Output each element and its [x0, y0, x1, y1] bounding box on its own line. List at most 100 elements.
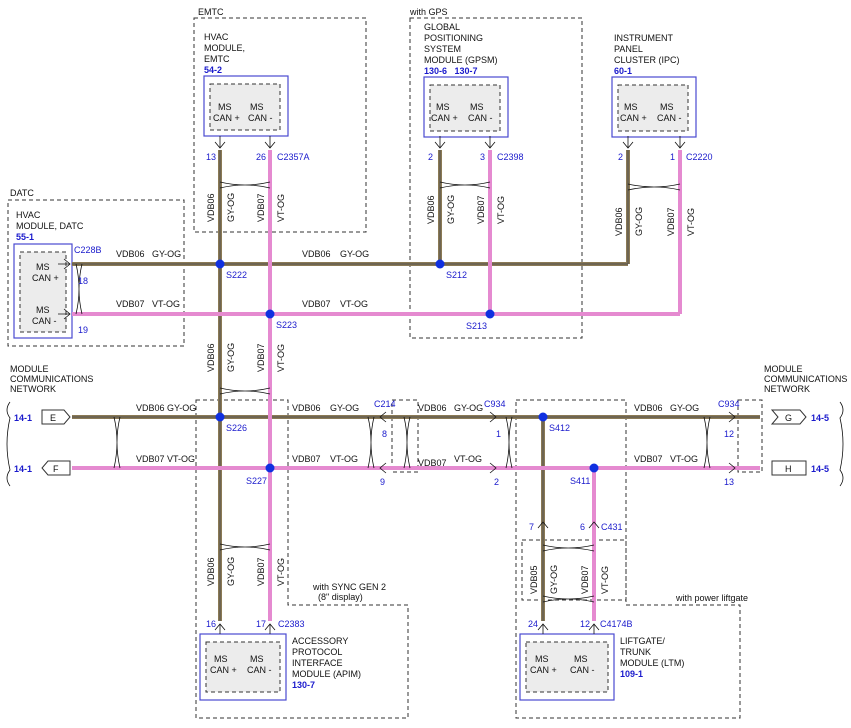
vlabel-gyog-apim: GY-OG [226, 557, 236, 586]
wire-label-vdb06-mid: VDB06 [302, 249, 331, 259]
wire-label-vdb07-right: VDB07 [634, 454, 663, 464]
apim-name-1: ACCESSORY [292, 636, 348, 646]
ipc-name-3: CLUSTER (IPC) [614, 55, 680, 65]
wire-label-gyog-c214: GY-OG [330, 403, 359, 413]
hvac-emtc-can-minus: CAN - [248, 113, 273, 123]
apim-inner [205, 641, 281, 693]
ipc-can-plus: CAN + [620, 113, 647, 123]
wire-label-vdb06-c214: VDB06 [292, 403, 321, 413]
vertical-wire-labels: VDB06 GY-OG VDB07 VT-OG VDB06 GY-OG VDB0… [206, 193, 696, 594]
pin-arrows [58, 136, 736, 634]
wire-label-vdb07-datc: VDB07 [116, 299, 145, 309]
wire-label-vtog-mid: VT-OG [340, 299, 368, 309]
hvac-emtc-can-plus: CAN + [213, 113, 240, 123]
sync-region [195, 399, 409, 719]
vlabel-vdb07-ipc: VDB07 [666, 207, 676, 236]
wire-vdb07-network [72, 150, 760, 621]
splice-s411-label: S411 [570, 476, 590, 486]
gpsm-ms-2: MS [470, 102, 484, 112]
pin-19: 19 [78, 325, 88, 335]
pin-2-c934: 2 [494, 477, 499, 487]
apim-ms-2: MS [250, 654, 264, 664]
sync-label-2: (8" display) [318, 592, 363, 602]
hvac-datc-can-plus: CAN + [32, 273, 59, 283]
offpage-g-flag[interactable] [770, 409, 807, 425]
offpage-ref-h: 14-5 [811, 464, 829, 474]
wire-label-gyog-datc: GY-OG [152, 249, 181, 259]
wire-label-vtog-c934: VT-OG [454, 454, 482, 464]
network-right-2: COMMUNICATIONS [764, 374, 847, 384]
gpsm-name-2: POSITIONING [424, 33, 483, 43]
gpsm-name-4: MODULE (GPSM) [424, 55, 498, 65]
vlabel-gyog-mid: GY-OG [226, 343, 236, 372]
ipc-can-minus: CAN - [657, 113, 682, 123]
wire-label-vdb06-c934: VDB06 [418, 403, 447, 413]
wire-label-vdb06-datc: VDB06 [116, 249, 145, 259]
pin-2-gpsm: 2 [428, 152, 433, 162]
ipc-ref: 60-1 [614, 66, 632, 76]
splice-s226-label: S226 [226, 423, 247, 433]
gpsm-name-1: GLOBAL [424, 22, 460, 32]
offpage-ref-g: 14-5 [811, 413, 829, 423]
ipc-ms-2: MS [660, 102, 674, 112]
emtc-label: EMTC [198, 7, 224, 17]
hvac-datc-can-minus: CAN - [32, 316, 57, 326]
ltm-ms-1: MS [535, 654, 549, 664]
connector-c934-right: C934 [718, 399, 740, 409]
liftgate-label: with power liftgate [675, 593, 748, 603]
hvac-datc-ref: 55-1 [16, 232, 34, 242]
pin-26: 26 [256, 152, 266, 162]
connector-c2383: C2383 [278, 619, 305, 629]
offpage-f-flag[interactable] [41, 460, 71, 476]
hvac-datc-inner [19, 251, 67, 333]
hvac-emtc-ms-1: MS [218, 102, 232, 112]
apim-ms-1: MS [214, 654, 228, 664]
pin-9: 9 [380, 477, 385, 487]
vlabel-vdb07-gpsm: VDB07 [476, 195, 486, 224]
pin-3-gpsm: 3 [480, 152, 485, 162]
vlabel-vtog-apim: VT-OG [276, 558, 286, 586]
network-right-1: MODULE [764, 364, 803, 374]
network-right-region [737, 399, 763, 473]
offpage-h-flag[interactable] [771, 460, 807, 476]
pin-6: 6 [580, 522, 585, 532]
hvac-emtc-name-3: EMTC [204, 54, 230, 64]
ltm-name-2: TRUNK [620, 647, 651, 657]
wire-label-vdb07-mid: VDB07 [302, 299, 331, 309]
wire-vdb06-cores [72, 150, 760, 621]
gpsm-inner [429, 84, 501, 132]
pin-12-ltm: 12 [580, 619, 590, 629]
pin-24: 24 [528, 619, 538, 629]
connector-c2220: C2220 [686, 152, 713, 162]
splice-s223-label: S223 [276, 320, 297, 330]
datc-region [7, 199, 185, 347]
splice-s227 [265, 463, 275, 473]
connector-c934-left: C934 [484, 399, 506, 409]
vlabel-gyog-emtc: GY-OG [226, 193, 236, 222]
ipc-inner [617, 84, 689, 132]
apim-name-4: MODULE (APIM) [292, 669, 361, 679]
twisted-pair-marks [75, 181, 711, 603]
splice-s412-label: S412 [549, 423, 570, 433]
splice-s213 [485, 309, 495, 319]
ltm-can-minus: CAN - [570, 665, 595, 675]
vlabel-vdb06-gpsm: VDB06 [426, 195, 436, 224]
sync-label: with SYNC GEN 2 [312, 582, 386, 592]
vlabel-vdb05-ltm: VDB05 [529, 565, 539, 594]
ipc-name-1: INSTRUMENT [614, 33, 673, 43]
brace-left [6, 401, 11, 487]
emtc-region [193, 17, 367, 233]
splice-s213-label: S213 [466, 321, 487, 331]
splice-s212 [435, 259, 445, 269]
pin-12-c934: 12 [724, 429, 734, 439]
brace-right [839, 401, 844, 487]
vlabel-vdb07-emtc: VDB07 [256, 193, 266, 222]
wire-label-vtog-c214: VT-OG [330, 454, 358, 464]
gpsm-can-plus: CAN + [431, 113, 458, 123]
network-left-3: NETWORK [10, 384, 56, 394]
offpage-e-flag[interactable] [41, 409, 71, 425]
offpage-ref-f: 14-1 [14, 464, 32, 474]
network-left-2: COMMUNICATIONS [10, 374, 93, 384]
hvac-datc-name-1: HVAC [16, 210, 41, 220]
wire-label-vdb07-c214: VDB07 [292, 454, 321, 464]
